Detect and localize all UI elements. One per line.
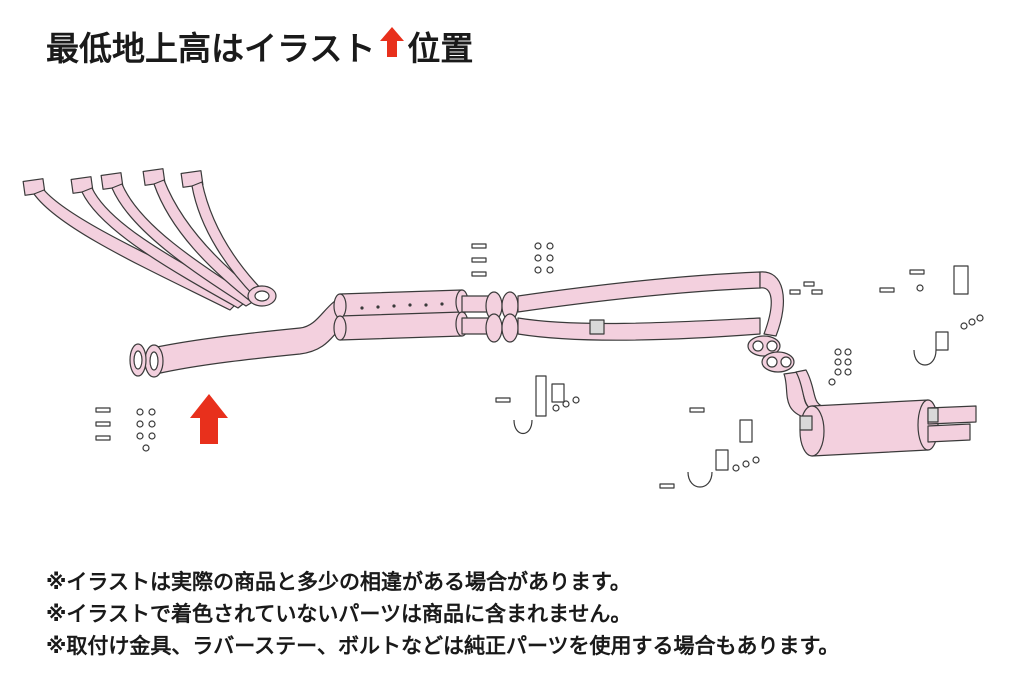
- note-line: ※イラストは実際の商品と多少の相違がある場合があります。: [46, 570, 631, 594]
- title-text-after: 位置: [407, 29, 474, 68]
- exhaust-system-diagram: [0, 150, 1024, 520]
- clearance-position-arrow-icon: [190, 394, 228, 444]
- rear-muffler: [799, 399, 977, 457]
- note-line: ※イラストで着色されていないパーツは商品に含まれません。: [46, 602, 632, 626]
- up-arrow-icon: [379, 25, 405, 67]
- center-resonator: [333, 289, 493, 341]
- exhaust-manifold: [22, 168, 277, 311]
- intermediate-pipes: [517, 271, 784, 341]
- title-text-before: 最低地上高はイラスト: [46, 29, 376, 68]
- gasket: [129, 343, 147, 377]
- notes: ※イラストは実際の商品と多少の相違がある場合があります。 ※イラストで着色されて…: [46, 566, 1006, 662]
- note-line: ※取付け金具、ラバーステー、ボルトなどは純正パーツを使用する場合もあります。: [46, 634, 840, 658]
- mid-flange: [485, 291, 519, 343]
- rear-flange: [747, 335, 795, 373]
- hardware-bolts-nuts: [95, 242, 984, 489]
- front-pipe: [144, 295, 347, 378]
- page-title: 最低地上高はイラスト 位置: [46, 22, 473, 70]
